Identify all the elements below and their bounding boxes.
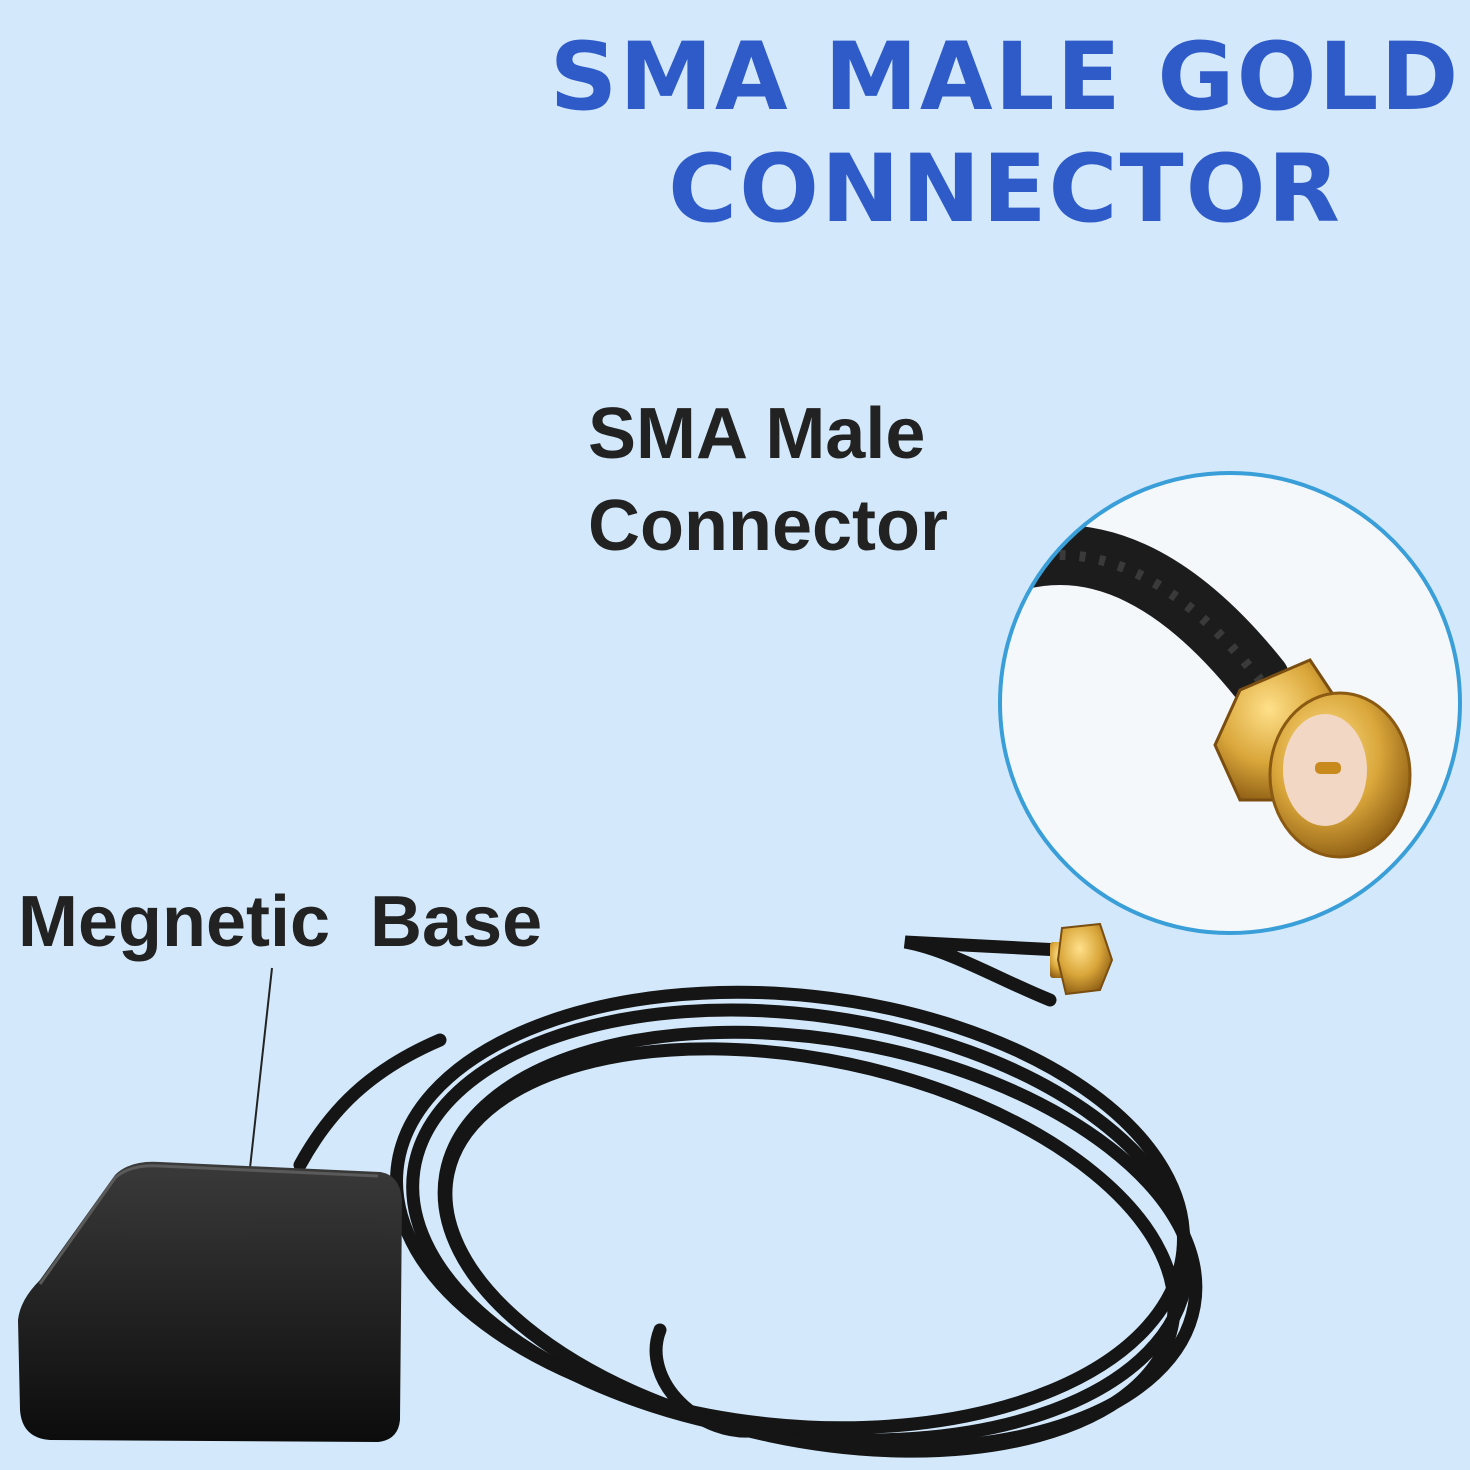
connector-label: SMA Male Connector	[588, 388, 948, 572]
connector-label-line-2: Connector	[588, 486, 948, 566]
base-callout-line	[249, 967, 273, 1169]
coiled-cable-icon	[293, 935, 1203, 1458]
connector-zoom-circle	[998, 471, 1462, 935]
sma-connector-small-icon	[1050, 922, 1114, 996]
headline-line-2: CONNECTOR	[668, 135, 1342, 244]
sma-connector-large-icon	[1213, 658, 1412, 859]
base-label: Megnetic Base	[18, 882, 543, 962]
headline: SMA MALE GOLD CONNECTOR	[540, 22, 1470, 246]
headline-line-1: SMA MALE GOLD	[549, 23, 1461, 132]
connector-label-line-1: SMA Male	[588, 394, 926, 474]
gps-puck-antenna-icon	[18, 1161, 402, 1442]
